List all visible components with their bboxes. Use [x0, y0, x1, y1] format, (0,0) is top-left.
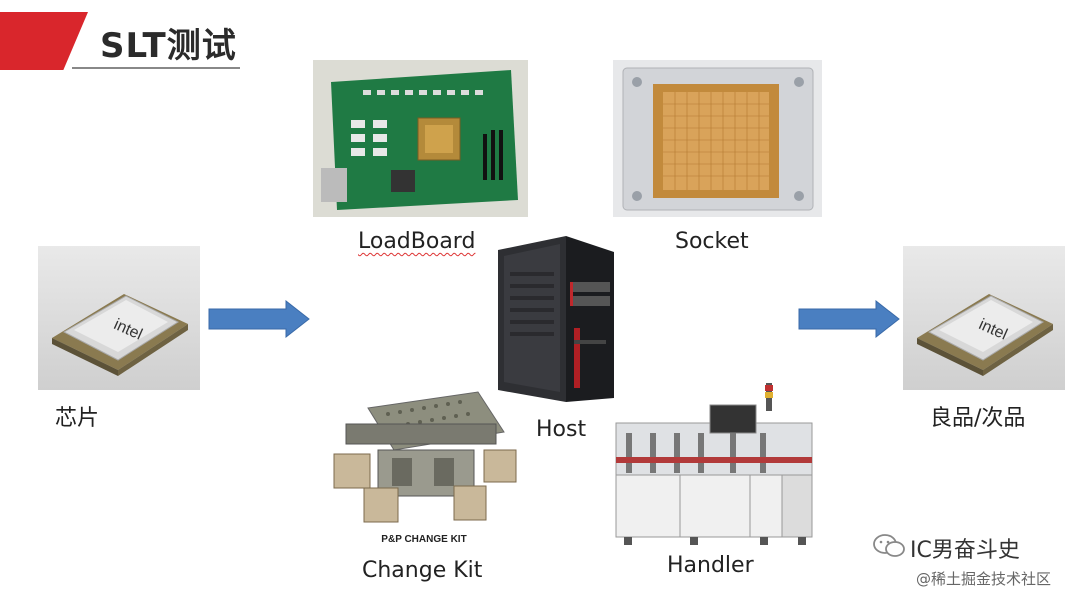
label-result: 良品/次品: [930, 406, 1026, 431]
label-host: Host: [536, 417, 587, 442]
label-loadboard: LoadBoard: [358, 229, 476, 254]
change-kit-image: P&P CHANGE KIT: [328, 388, 520, 546]
label-chip: 芯片: [55, 406, 100, 431]
cpu-icon: intel: [917, 294, 1053, 376]
watermark-account: IC男奋斗史: [910, 538, 1020, 563]
loadboard-image: [313, 60, 528, 217]
socket-image: [613, 60, 822, 217]
title-banner: SLT测试: [0, 12, 240, 70]
arrow-right-icon: [208, 300, 310, 338]
label-change-kit: Change Kit: [362, 558, 483, 583]
wechat-icon: [873, 534, 905, 557]
result-chip-image: intel: [903, 246, 1065, 390]
title-accent: [0, 12, 88, 70]
cpu-icon: intel: [52, 294, 188, 376]
computer-tower-icon: [498, 236, 614, 402]
kit-caption: P&P CHANGE KIT: [381, 534, 466, 545]
handler-image: [610, 383, 818, 549]
circuit-board-icon: [313, 60, 528, 217]
handler-machine-icon: [615, 383, 813, 545]
watermark-site: @稀土掘金技术社区: [916, 570, 1052, 588]
chip-image: intel: [38, 246, 200, 390]
change-kit-icon: P&P CHANGE KIT: [333, 391, 517, 545]
arrow-right-icon: [798, 300, 900, 338]
label-handler: Handler: [667, 553, 754, 578]
host-image: [494, 232, 618, 406]
page-title: SLT测试: [100, 26, 237, 66]
label-socket: Socket: [675, 229, 749, 254]
title-underline: [72, 67, 240, 69]
socket-icon: [613, 60, 822, 217]
